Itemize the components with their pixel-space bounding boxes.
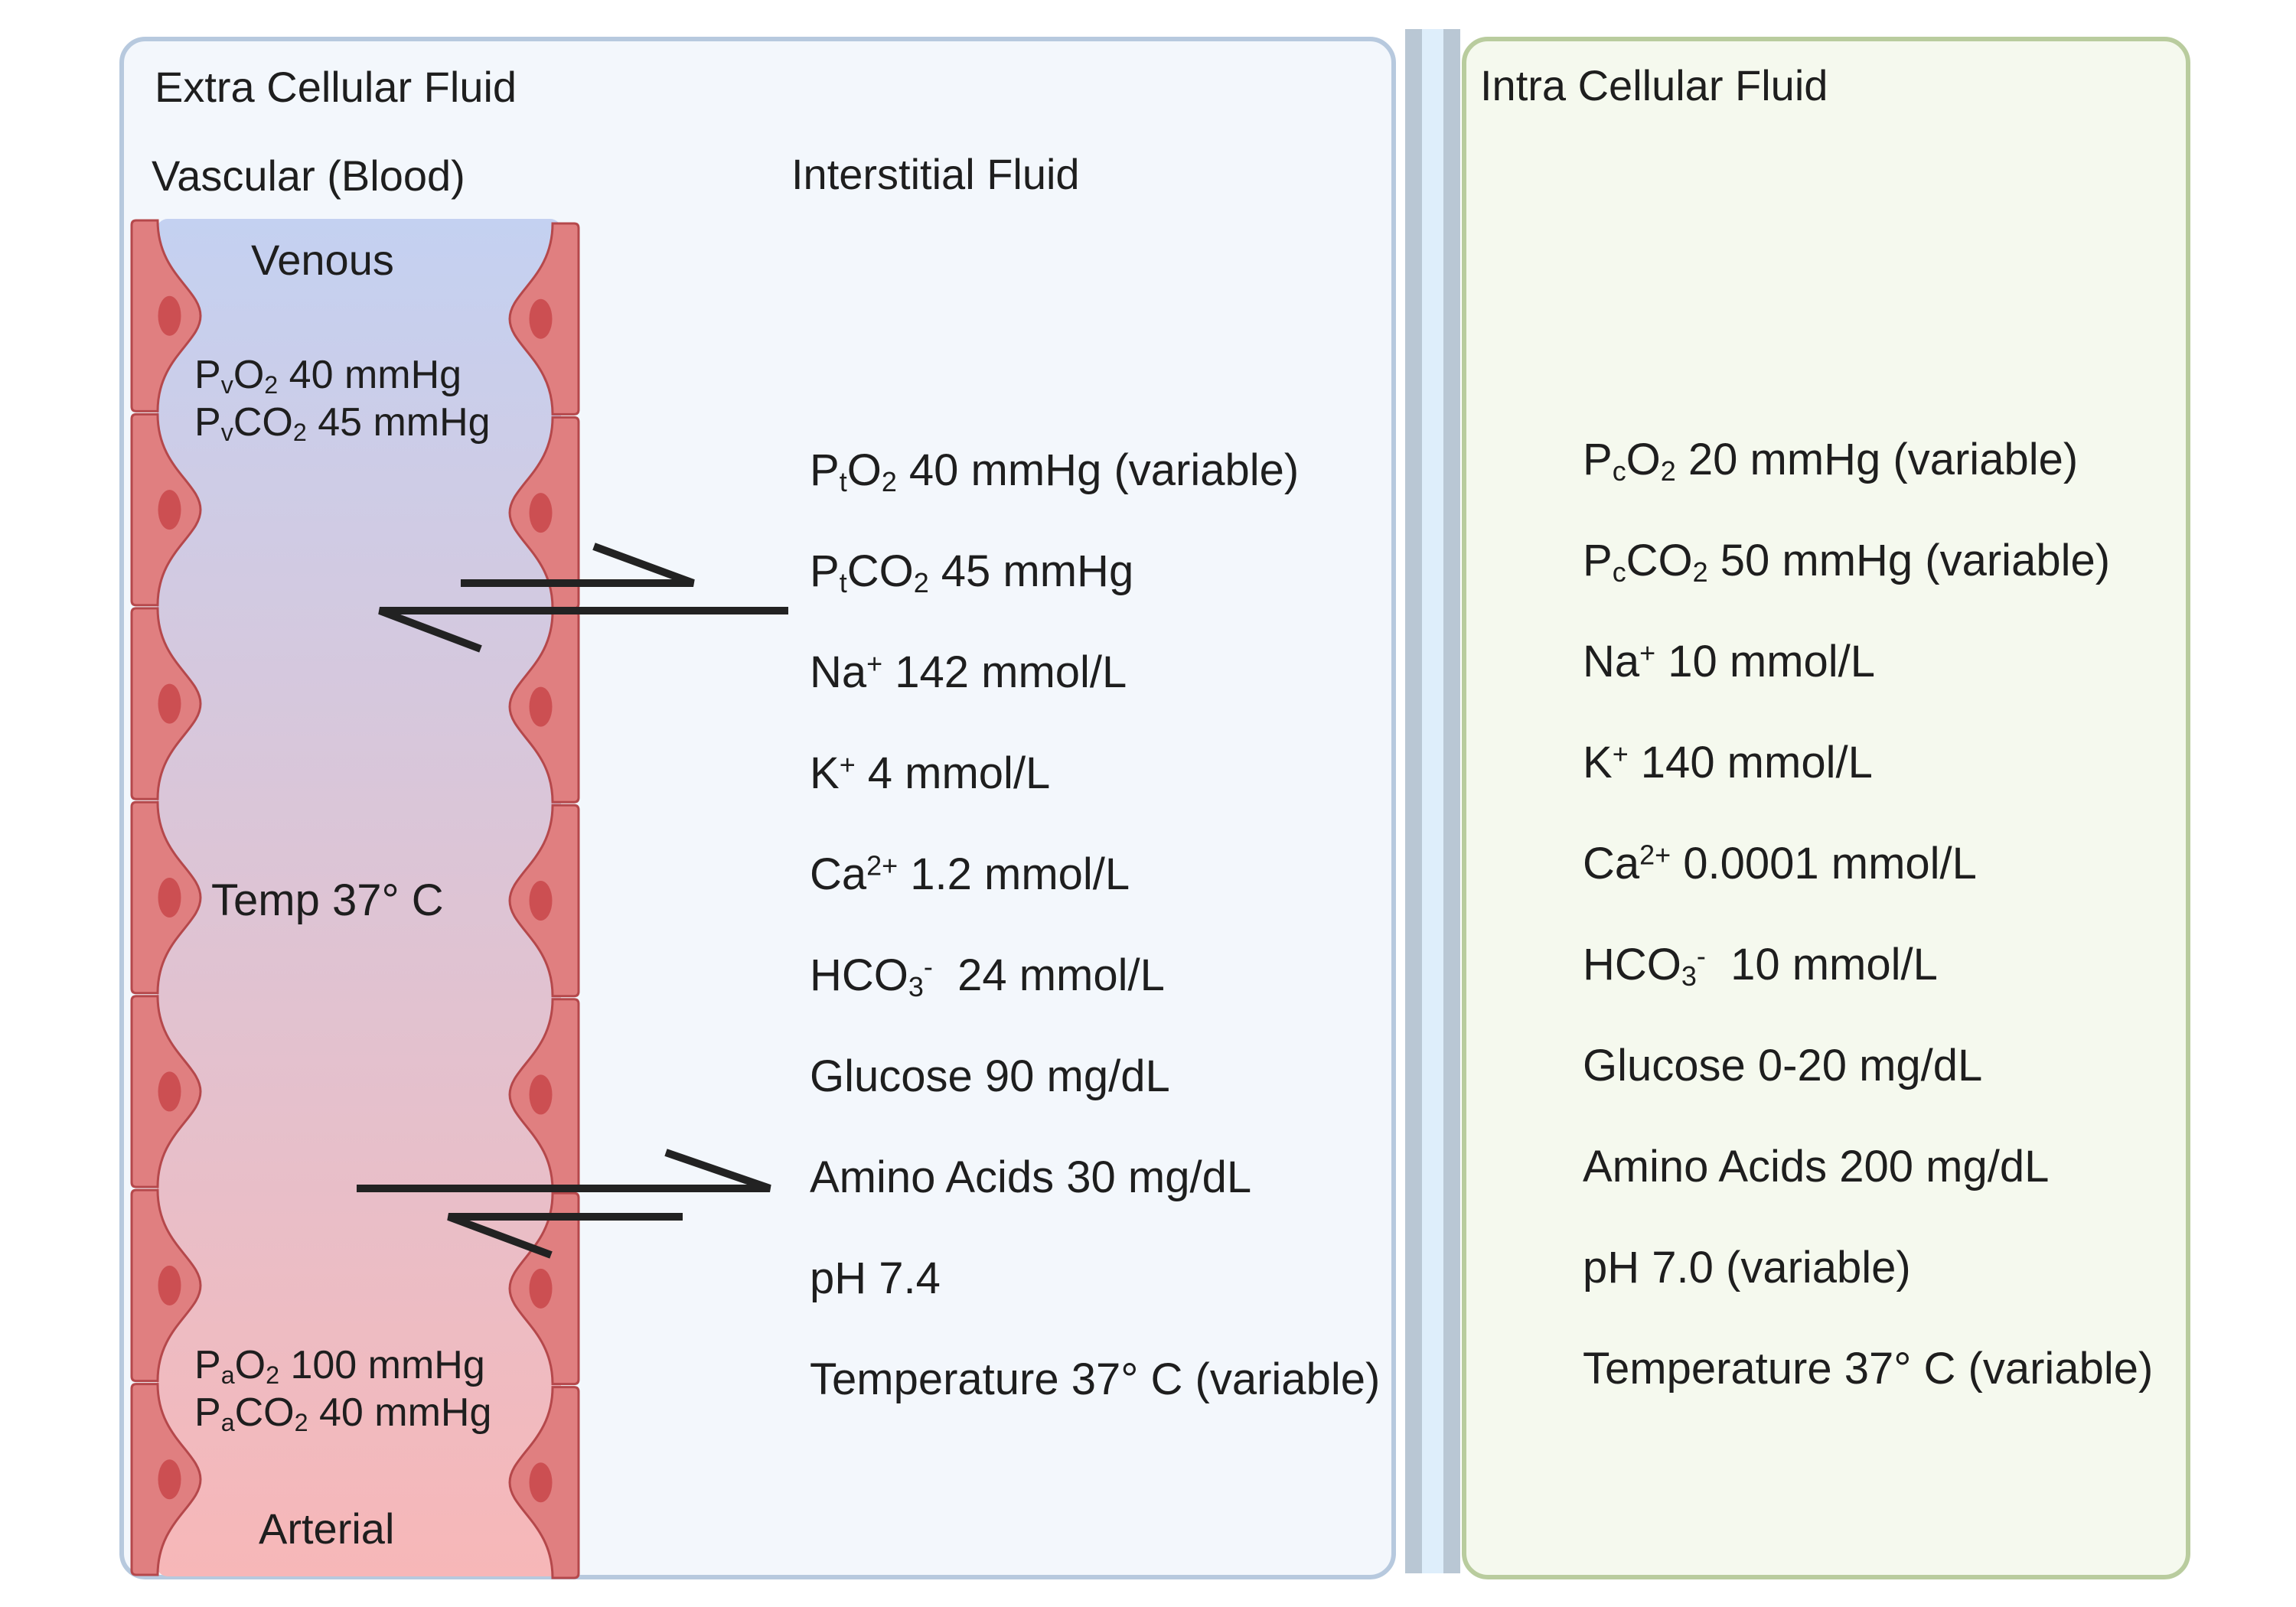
vessel-wall-right [508, 222, 580, 1579]
cell-nucleus-right-6 [529, 1268, 553, 1309]
intracellular-po2: PcO2 20 mmHg (variable) [1583, 435, 2079, 487]
cell-nucleus-left-4 [158, 878, 181, 918]
cell-nucleus-left-1 [158, 295, 181, 336]
interstitial-potassium: K+ 4 mmol/L [810, 748, 1051, 798]
exchange-arrows-lower-icon [357, 1149, 771, 1259]
cell-nucleus-left-7 [158, 1459, 181, 1500]
cell-nucleus-right-4 [529, 881, 553, 921]
venous-pco2: PvCO2 45 mmHg [194, 400, 491, 447]
cell-membrane-inner-layer [1443, 29, 1460, 1573]
cell-nucleus-left-2 [158, 490, 181, 530]
interstitial-sodium: Na+ 142 mmol/L [810, 647, 1127, 697]
intracellular-pco2: PcCO2 50 mmHg (variable) [1583, 536, 2111, 588]
interstitial-pco2: PtCO2 45 mmHg [810, 546, 1134, 598]
interstitial-label: Interstitial Fluid [791, 150, 1080, 198]
intracellular-fluid-panel [1462, 37, 2190, 1579]
intracellular-temperature: Temperature 37° C (variable) [1583, 1344, 2154, 1393]
interstitial-po2: PtO2 40 mmHg (variable) [810, 445, 1300, 497]
cell-membrane-outer-layer [1405, 29, 1422, 1573]
intracellular-bicarbonate: HCO3- 10 mmol/L [1583, 940, 1938, 992]
arterial-pco2: PaCO2 40 mmHg [194, 1390, 492, 1437]
cell-nucleus-right-1 [529, 298, 553, 339]
exchange-arrows-upper-icon [378, 543, 788, 653]
interstitial-ph: pH 7.4 [810, 1253, 941, 1303]
intracellular-calcium: Ca2+ 0.0001 mmol/L [1583, 839, 1977, 888]
cell-nucleus-left-5 [158, 1071, 181, 1112]
blood-lumen [157, 219, 561, 1576]
vessel-temp-label: Temp 37° C [211, 875, 444, 925]
arterial-po2: PaO2 100 mmHg [194, 1343, 485, 1390]
cell-nucleus-right-7 [529, 1462, 553, 1503]
intracellular-sodium: Na+ 10 mmol/L [1583, 637, 1876, 686]
vessel-wall-left [130, 219, 202, 1576]
cell-nucleus-right-2 [529, 493, 553, 533]
cell-nucleus-right-3 [529, 686, 553, 727]
intracellular-amino-acids: Amino Acids 200 mg/dL [1583, 1142, 2050, 1191]
ecf-title: Extra Cellular Fluid [155, 63, 517, 111]
venous-label: Venous [251, 236, 394, 284]
interstitial-glucose: Glucose 90 mg/dL [810, 1051, 1170, 1101]
interstitial-amino-acids: Amino Acids 30 mg/dL [810, 1152, 1252, 1202]
interstitial-bicarbonate: HCO3- 24 mmol/L [810, 950, 1165, 1002]
cell-membrane-core [1422, 29, 1443, 1573]
icf-title: Intra Cellular Fluid [1480, 61, 1828, 109]
cell-nucleus-right-5 [529, 1074, 553, 1115]
arterial-label: Arterial [259, 1504, 395, 1553]
intracellular-glucose: Glucose 0-20 mg/dL [1583, 1041, 1983, 1090]
interstitial-calcium: Ca2+ 1.2 mmol/L [810, 849, 1130, 899]
venous-po2: PvO2 40 mmHg [194, 353, 462, 399]
cell-nucleus-left-3 [158, 683, 181, 724]
intracellular-potassium: K+ 140 mmol/L [1583, 738, 1873, 787]
cell-nucleus-left-6 [158, 1265, 181, 1305]
interstitial-temperature: Temperature 37° C (variable) [810, 1354, 1381, 1404]
vascular-label: Vascular (Blood) [152, 152, 465, 200]
intracellular-ph: pH 7.0 (variable) [1583, 1243, 1911, 1292]
